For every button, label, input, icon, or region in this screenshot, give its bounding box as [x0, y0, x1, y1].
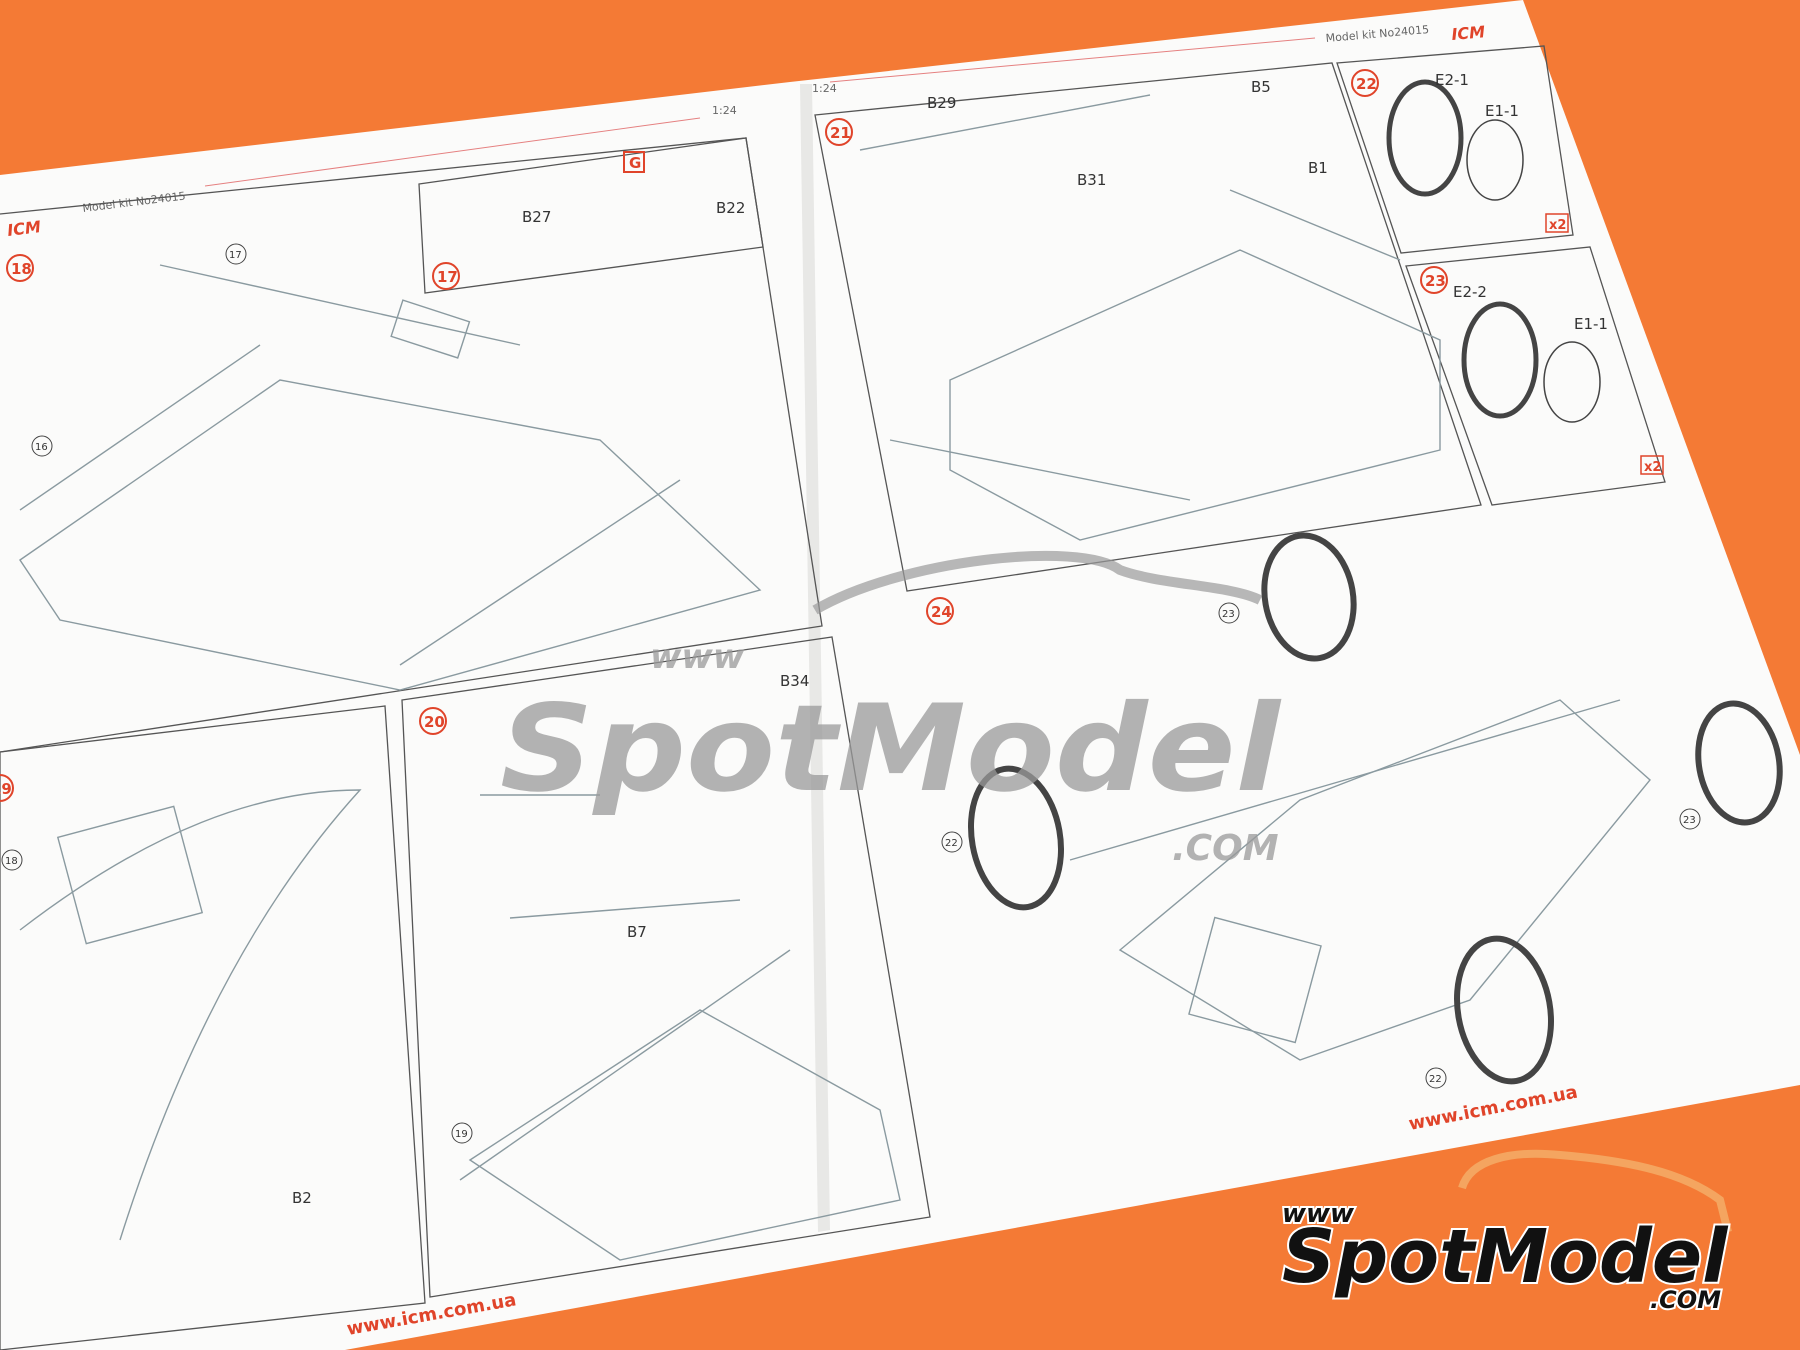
part-e2-1: E2-1 [1435, 71, 1469, 89]
step-22: 22 [1356, 75, 1377, 93]
part-e1-1-b: E1-1 [1574, 315, 1608, 333]
panel-step-18 [0, 137, 823, 753]
step-23: 23 [1425, 272, 1446, 290]
rim-icon [1386, 79, 1464, 197]
step-21: 21 [830, 124, 851, 142]
part-g: G [629, 154, 641, 172]
panel-step-22 [1336, 45, 1574, 254]
panel-step-19 [0, 705, 426, 1350]
ref-22-b: 22 [1429, 1074, 1442, 1085]
spotmodel-watermark: www SpotModel .COM [500, 550, 1282, 869]
watermark-com: .COM [1172, 828, 1279, 869]
step-18: 18 [11, 260, 32, 278]
ref-16: 16 [35, 442, 48, 453]
scale-right: 1:24 [812, 82, 837, 95]
scale-left: 1:24 [712, 104, 737, 117]
ref-17: 17 [229, 250, 242, 261]
ref-18: 18 [5, 856, 18, 867]
wheel-center-icon [1466, 119, 1524, 201]
paint-code-box [623, 151, 645, 173]
wheel-icon [1695, 700, 1783, 826]
step-17: 17 [437, 268, 458, 286]
wheels [967, 79, 1783, 1085]
watermark-www: www [650, 637, 745, 677]
part-b22: B22 [716, 199, 745, 217]
part-e2-2: E2-2 [1453, 283, 1487, 301]
panel-step-23 [1405, 246, 1666, 506]
step-24: 24 [931, 603, 952, 621]
step-numbers [0, 69, 1448, 802]
icm-logo-left: ICM [6, 217, 42, 240]
qty-box [1640, 455, 1664, 475]
panel-step-21 [814, 62, 1482, 592]
rim-icon [1461, 301, 1539, 419]
chassis-drawing-18 [19, 264, 762, 691]
panel-step-20 [401, 636, 931, 1298]
part-e1-1: E1-1 [1485, 102, 1519, 120]
chassis-drawing-19 [19, 789, 362, 1241]
chassis-drawing-24 [1069, 699, 1651, 1061]
ref-23-b: 23 [1683, 815, 1696, 826]
step-19: 19 [0, 780, 12, 798]
header-rule-right [829, 37, 1316, 83]
quantity-x2-b: x2 [1644, 460, 1661, 475]
part-b34: B34 [780, 672, 809, 690]
icm-logo-right: ICM [1451, 22, 1486, 44]
ref-23: 23 [1222, 609, 1235, 620]
spotmodel-corner-logo: www SpotModel .COM [1280, 1149, 1732, 1316]
wheel-icon [967, 765, 1065, 911]
corner-logo-www: www [1282, 1199, 1355, 1229]
corner-logo-com: .COM [1650, 1286, 1721, 1314]
wheel-icon [1454, 935, 1554, 1085]
corner-logo-name: SpotModel [1282, 1214, 1729, 1300]
watermark-name: SpotModel [500, 680, 1282, 819]
step-20: 20 [424, 713, 445, 731]
reference-circles [1, 243, 1701, 1144]
qty-box [1545, 213, 1569, 233]
part-b7: B7 [627, 923, 647, 941]
part-b2: B2 [292, 1189, 312, 1207]
part-b27: B27 [522, 208, 551, 226]
chassis-drawing-21 [859, 94, 1441, 541]
part-b31: B31 [1077, 171, 1106, 189]
ref-22: 22 [945, 838, 958, 849]
part-b1: B1 [1308, 159, 1328, 177]
part-b29: B29 [927, 94, 956, 112]
ref-19: 19 [455, 1129, 468, 1140]
header-rule-left [204, 117, 701, 187]
wheel-center-icon [1543, 341, 1601, 423]
quantity-x2-a: x2 [1549, 218, 1566, 233]
part-b5: B5 [1251, 78, 1271, 96]
chassis-drawing-20 [459, 794, 901, 1261]
page-shadow [800, 84, 830, 1232]
wheel-icon [1261, 532, 1357, 662]
